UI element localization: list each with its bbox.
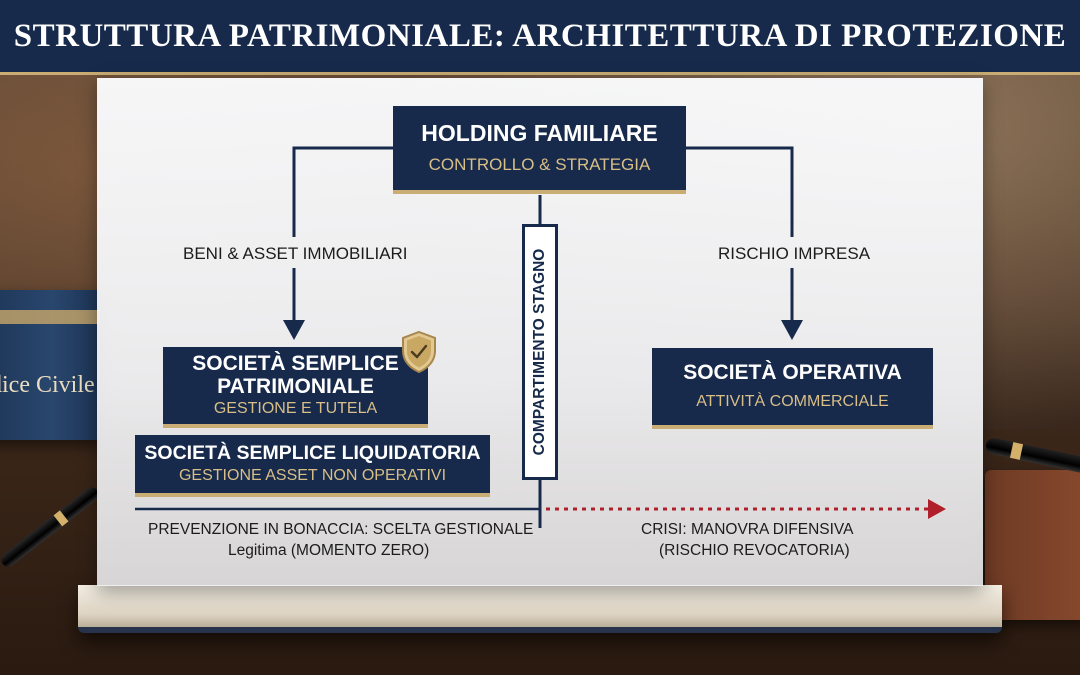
- timeline-left-line1: PREVENZIONE IN BONACCIA: SCELTA GESTIONA…: [148, 521, 534, 538]
- page-title: STRUTTURA PATRIMONIALE: ARCHITETTURA DI …: [13, 17, 1067, 54]
- liquidatoria-title: SOCIETÀ SEMPLICE LIQUIDATORIA: [144, 441, 481, 464]
- timeline-left-line2: Legitima (MOMENTO ZERO): [228, 542, 430, 559]
- book-band: [0, 310, 100, 324]
- societa-semplice-patrimoniale-box: SOCIETÀ SEMPLICE PATRIMONIALE GESTIONE E…: [163, 347, 428, 428]
- timeline-right-line1: CRISI: MANOVRA DIFENSIVA: [641, 521, 854, 538]
- compartimento-stagno-label-box: COMPARTIMENTO STAGNO: [522, 224, 558, 480]
- patrimoniale-subtitle: GESTIONE E TUTELA: [213, 399, 378, 417]
- operativa-title: SOCIETÀ OPERATIVA: [683, 361, 902, 385]
- title-banner: STRUTTURA PATRIMONIALE: ARCHITETTURA DI …: [0, 0, 1080, 75]
- holding-title: HOLDING FAMILIARE: [421, 119, 658, 146]
- compartimento-stagno-label: COMPARTIMENTO STAGNO: [531, 248, 548, 456]
- patrimoniale-title-line2: PATRIMONIALE: [217, 374, 374, 398]
- shield-check-icon: [402, 330, 436, 374]
- branch-right-label: RISCHIO IMPRESA: [718, 244, 871, 263]
- holding-subtitle: CONTROLLO & STRATEGIA: [428, 155, 651, 175]
- branch-left-label: BENI & ASSET IMMOBILIARI: [183, 244, 408, 263]
- codice-civile-book: dice Civile: [0, 290, 100, 440]
- holding-familiare-box: HOLDING FAMILIARE CONTROLLO & STRATEGIA: [393, 106, 686, 194]
- operativa-subtitle: ATTIVITÀ COMMERCIALE: [696, 392, 889, 410]
- timeline-right-line2: (RISCHIO REVOCATORIA): [659, 542, 850, 559]
- open-book: [78, 585, 1002, 633]
- societa-operativa-box: SOCIETÀ OPERATIVA ATTIVITÀ COMMERCIALE: [652, 348, 933, 429]
- patrimoniale-title-line1: SOCIETÀ SEMPLICE: [192, 352, 399, 376]
- liquidatoria-subtitle: GESTIONE ASSET NON OPERATIVI: [178, 467, 447, 485]
- book-spine-text: dice Civile: [0, 372, 95, 398]
- societa-semplice-liquidatoria-box: SOCIETÀ SEMPLICE LIQUIDATORIA GESTIONE A…: [135, 435, 490, 497]
